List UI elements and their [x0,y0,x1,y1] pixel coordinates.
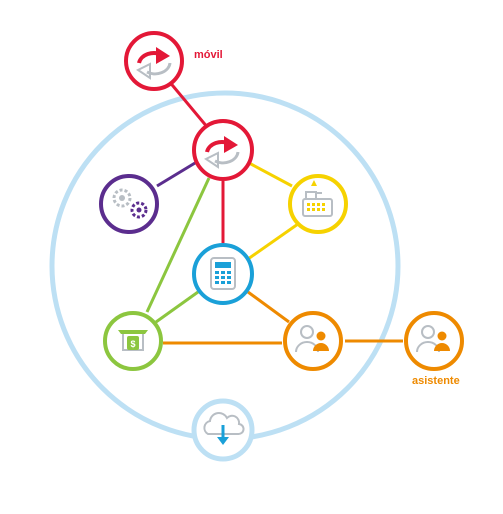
cloud-download-icon [203,412,245,445]
label-asistente: asistente [412,375,460,387]
connector-calculator-payment [155,290,199,324]
cash-register-icon [302,180,333,217]
node-core-sync[interactable] [192,119,254,181]
connector-register-calculator [247,222,299,261]
gears-icon [112,188,148,219]
users-icon [295,325,329,353]
label-movil: móvil [194,49,223,61]
node-calculator[interactable] [192,243,254,305]
sync-icon [136,47,172,80]
cash-payment-icon: $ [118,330,148,351]
connector-mobile-core [166,79,210,129]
node-payment[interactable]: $ [103,311,163,371]
node-settings[interactable] [99,174,159,234]
node-mobile-sync[interactable] [124,31,184,91]
node-cash-register[interactable] [288,174,348,234]
connector-calculator-users [247,290,290,324]
node-users[interactable] [283,311,343,371]
node-cloud[interactable] [191,398,255,462]
calculator-icon [210,257,236,290]
connector-core-register [248,161,293,188]
connector-core-payment [145,177,211,313]
sync-icon [204,136,240,169]
connector-core-settings [156,161,196,188]
node-assistant[interactable] [404,311,464,371]
svg-text:$: $ [130,339,135,349]
users-icon [416,325,450,353]
connectors [145,79,403,345]
